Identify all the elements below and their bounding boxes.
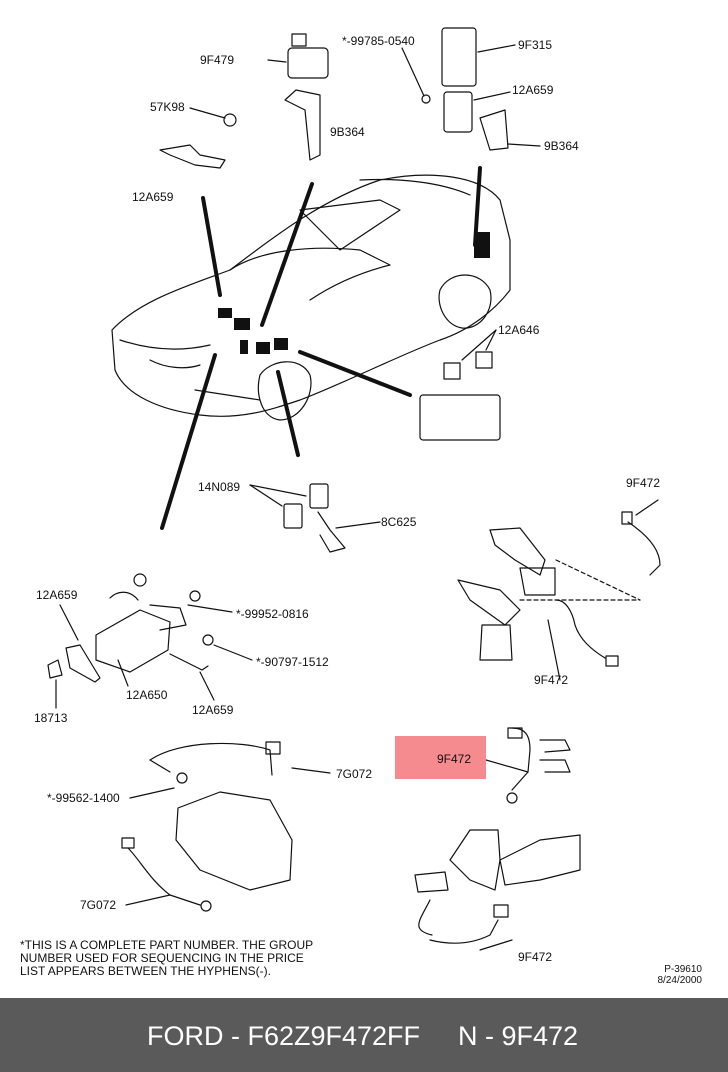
part-label-12a659-top-right: 12A659 <box>512 83 554 97</box>
part-label-9f315: 9F315 <box>518 38 553 52</box>
part-label-12a650: 12A650 <box>126 688 168 702</box>
part-label-8c625: 8C625 <box>381 515 417 529</box>
part-label-7g072-lower: 7G072 <box>80 898 117 912</box>
part-number-footnote: *THIS IS A COMPLETE PART NUMBER. THE GRO… <box>20 938 314 978</box>
9f315-module <box>401 27 541 151</box>
part-label-9b364-right: 9B364 <box>544 139 579 153</box>
part-label-9f472-lower: 9F472 <box>518 950 553 964</box>
part-label-18713: 18713 <box>34 711 68 725</box>
part-label-90797-1512: *-90797-1512 <box>256 655 329 669</box>
part-label-14n089: 14N089 <box>198 480 241 494</box>
part-label-99952-0816: *-99952-0816 <box>236 607 309 621</box>
footer-part-code: N - 9F472 <box>458 1021 579 1051</box>
9f479-sensor-drawing <box>267 33 329 161</box>
drawing-reference: P-39610 8/24/2000 <box>658 964 703 986</box>
part-label-99562-1400: *-99562-1400 <box>47 791 120 805</box>
pointer-lines <box>160 166 482 530</box>
part-label-12a659-pcm: 12A659 <box>36 588 78 602</box>
part-label-9f479: 9F479 <box>200 53 235 67</box>
exhaust-manifold-upper <box>457 499 661 681</box>
exhaust-manifold-lower <box>414 829 581 951</box>
pcm-module <box>47 573 253 709</box>
transmission <box>121 741 331 912</box>
relay-blocks <box>218 232 490 354</box>
part-label-9f472-upper: 9F472 <box>626 476 661 490</box>
parts-diagram <box>47 27 661 951</box>
highlighted-part-label[interactable]: 9F472 <box>437 752 472 766</box>
part-label-12a659-top-left: 12A659 <box>132 190 174 204</box>
12a646-relay-box <box>419 329 501 441</box>
highlight-box[interactable] <box>395 736 486 779</box>
part-label-57k98: 57K98 <box>150 100 185 114</box>
footer-part-number: FORD - F62Z9F472FF <box>147 1021 421 1051</box>
vehicle-outline <box>111 174 511 421</box>
12a659-bracket-left <box>159 107 237 169</box>
part-label-7g072-upper: 7G072 <box>336 767 373 781</box>
part-label-9b364-top: 9B364 <box>330 125 365 139</box>
drawing-date: 8/24/2000 <box>657 975 703 986</box>
part-label-99785-0540: *-99785-0540 <box>342 34 415 48</box>
part-label-12a659-lower: 12A659 <box>192 703 234 717</box>
14n089-relays <box>249 483 381 553</box>
part-label-9f472-middle: 9F472 <box>534 673 569 687</box>
footer-bar: FORD - F62Z9F472FF N - 9F472 <box>0 998 728 1072</box>
drawing-code: P-39610 <box>664 964 702 975</box>
9f472-oxygen-sensor <box>485 727 571 804</box>
part-label-12a646: 12A646 <box>498 323 540 337</box>
